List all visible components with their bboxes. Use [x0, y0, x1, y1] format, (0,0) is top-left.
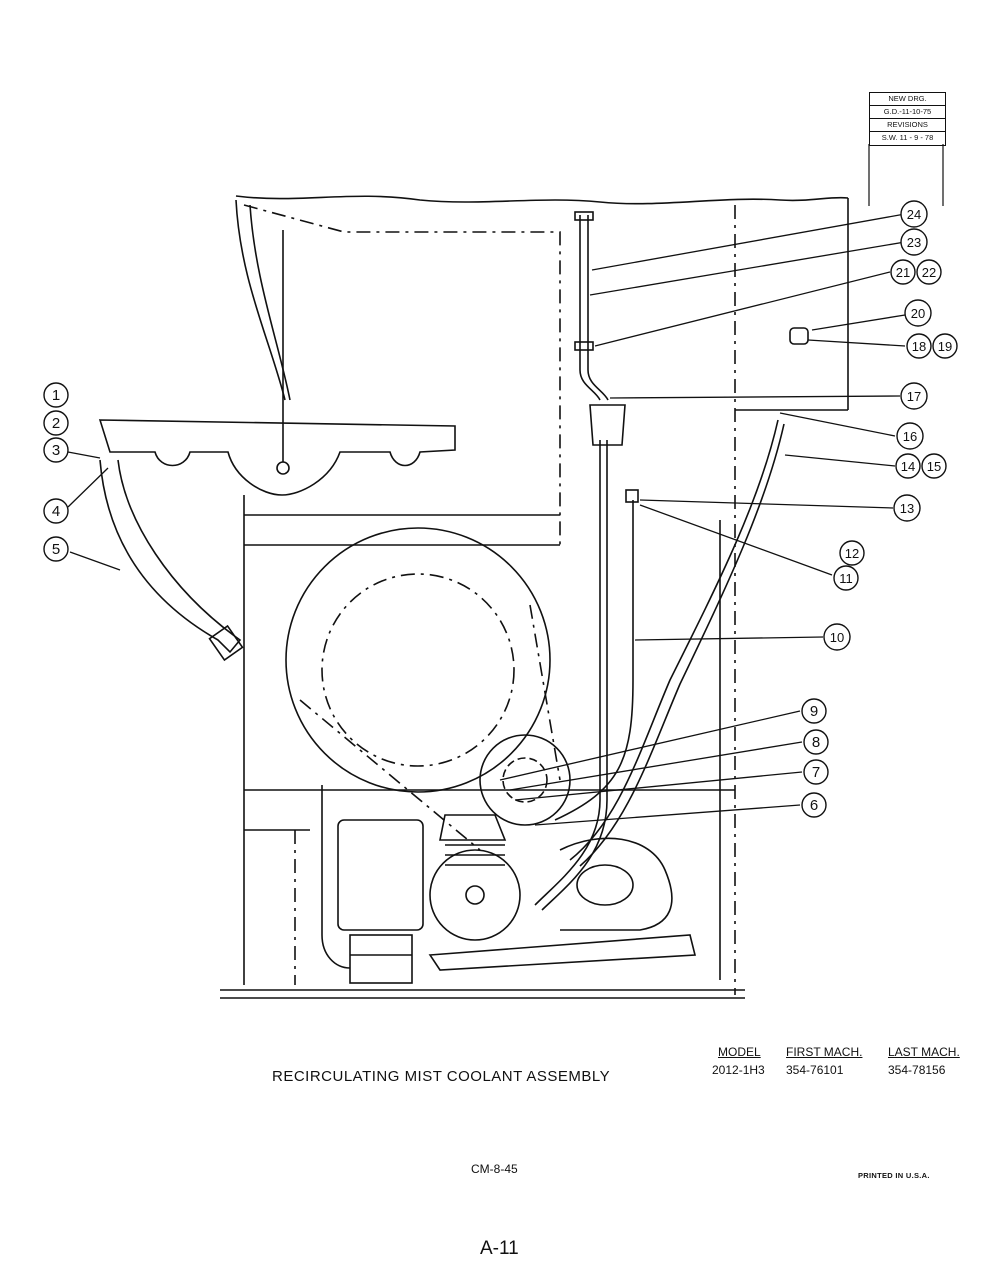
revision-new-drawing: NEW DRG.: [870, 93, 945, 106]
svg-text:11: 11: [839, 571, 853, 586]
blade-hub: [276, 461, 290, 475]
callout-21: 21: [890, 259, 916, 285]
svg-text:16: 16: [903, 429, 917, 444]
svg-text:17: 17: [907, 389, 921, 404]
callout-15: 15: [921, 453, 947, 479]
svg-text:10: 10: [830, 630, 844, 645]
callout-1: 1: [43, 382, 69, 408]
callout-13: 13: [893, 494, 921, 522]
callout-6: 6: [801, 792, 827, 818]
callout-5: 5: [43, 536, 69, 562]
svg-text:2: 2: [52, 415, 60, 432]
svg-text:15: 15: [927, 459, 941, 474]
svg-text:21: 21: [896, 265, 910, 280]
svg-text:1: 1: [52, 387, 60, 404]
compressor-head: [439, 814, 507, 841]
svg-text:18: 18: [912, 339, 926, 354]
svg-text:19: 19: [938, 339, 952, 354]
callout-7: 7: [803, 759, 829, 785]
svg-text:24: 24: [907, 207, 921, 222]
model-value: 2012-1H3: [712, 1063, 765, 1077]
coolant-reservoir: [337, 819, 424, 931]
compressor-flywheel: [429, 849, 521, 941]
callout-9: 9: [801, 698, 827, 724]
svg-text:7: 7: [812, 764, 820, 781]
revision-date: S.W. 11 - 9 - 78: [881, 133, 934, 142]
air-line: [554, 500, 634, 821]
svg-text:20: 20: [911, 306, 925, 321]
callout-23: 23: [900, 228, 928, 256]
printed-note: PRINTED IN U.S.A.: [858, 1171, 930, 1180]
callout-14: 14: [895, 453, 921, 479]
top-break-line: [235, 195, 849, 205]
lower-wheel: [285, 527, 551, 793]
drawing-number: CM-8-45: [471, 1162, 518, 1176]
svg-text:3: 3: [52, 442, 60, 459]
revision-block: NEW DRG. G.D.-11-10-75 REVISIONS S.W. 11…: [869, 92, 946, 146]
callout-16: 16: [896, 422, 924, 450]
drawing-title: RECIRCULATING MIST COOLANT ASSEMBLY: [272, 1068, 611, 1085]
callout-19: 19: [932, 333, 958, 359]
blade-guard: [243, 204, 561, 545]
last-mach-value: 354-78156: [888, 1063, 946, 1077]
svg-text:12: 12: [845, 546, 859, 561]
motor-base: [428, 934, 697, 971]
callout-11: 11: [833, 565, 859, 591]
callout-8: 8: [803, 729, 829, 755]
mist-line: [235, 199, 286, 401]
page-number: A-11: [480, 1238, 519, 1259]
callout-17: 17: [900, 382, 928, 410]
callout-20: 20: [904, 299, 932, 327]
drain-hose: [99, 459, 242, 654]
filter-bowl: [589, 404, 626, 446]
motor-housing: [559, 837, 673, 931]
callout-3: 3: [43, 437, 69, 463]
svg-text:13: 13: [900, 501, 914, 516]
last-mach-header: LAST MACH.: [888, 1045, 960, 1059]
return-tube: [534, 440, 601, 906]
model-header: MODEL: [718, 1045, 761, 1059]
revision-leader-lines: [868, 144, 944, 206]
svg-text:23: 23: [907, 235, 921, 250]
callout-4: 4: [43, 498, 69, 524]
svg-text:5: 5: [52, 541, 60, 558]
callout-24: 24: [900, 200, 928, 228]
revision-new-drawing-date: G.D.-11-10-75: [870, 106, 945, 119]
callout-10: 10: [823, 623, 851, 651]
svg-text:4: 4: [52, 503, 60, 520]
first-mach-header: FIRST MACH.: [786, 1045, 863, 1059]
svg-text:9: 9: [810, 703, 818, 720]
svg-text:14: 14: [901, 459, 915, 474]
callout-12: 12: [839, 540, 865, 566]
drive-pulley: [479, 734, 571, 826]
callout-22: 22: [916, 259, 942, 285]
work-table: [98, 419, 456, 496]
svg-text:8: 8: [812, 734, 820, 751]
first-mach-value: 354-76101: [786, 1063, 844, 1077]
svg-text:6: 6: [810, 797, 818, 814]
callout-2: 2: [43, 410, 69, 436]
revision-label: REVISIONS: [870, 119, 945, 132]
callout-18: 18: [906, 333, 932, 359]
svg-text:22: 22: [922, 265, 936, 280]
supply-hose: [569, 419, 779, 861]
